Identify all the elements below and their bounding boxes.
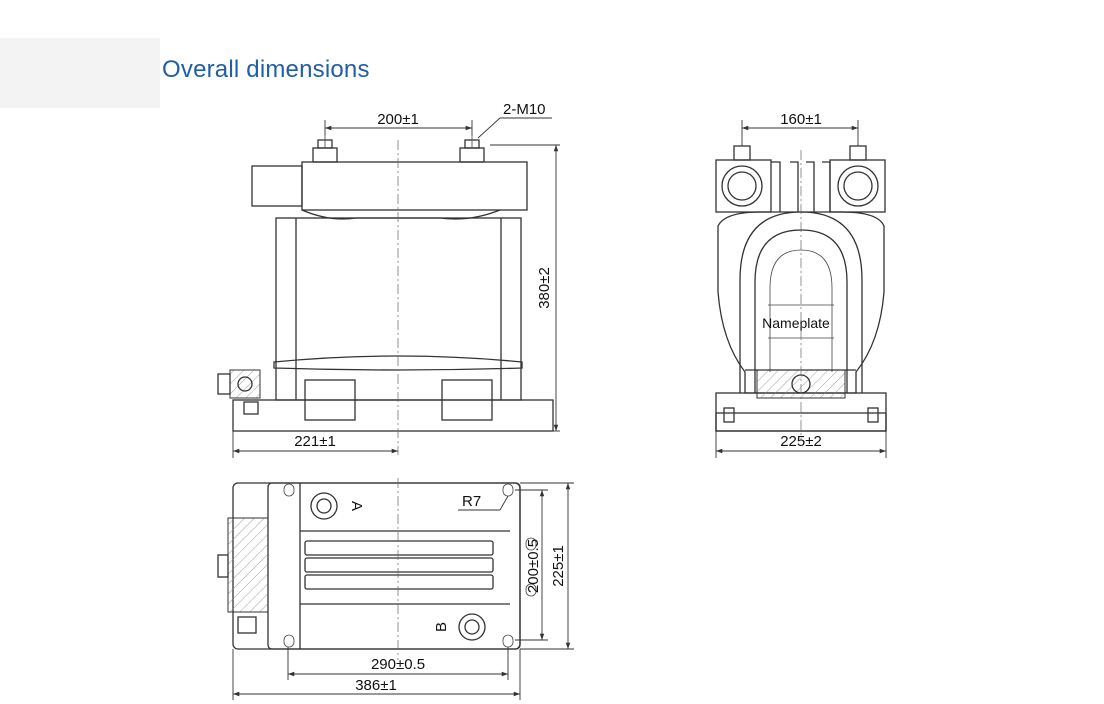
dim-front-bottom: 221±1 [294, 433, 336, 450]
terminal-b-label: B [433, 622, 450, 632]
callout-thread: 2-M10 [503, 101, 546, 118]
header-tab-background [0, 38, 160, 108]
front-top-bar [301, 161, 528, 211]
front-band [273, 355, 523, 371]
dim-front-top: 200±1 [377, 111, 419, 128]
nameplate-label: Nameplate [762, 315, 830, 331]
front-terminal-left [312, 136, 338, 163]
plan-view: A B R7 200±0.5 225±1 290±0.5 386±1 [217, 478, 574, 700]
terminal-a: A [310, 492, 365, 520]
terminal-b: B [433, 613, 486, 641]
side-bushing-left [715, 145, 772, 213]
dim-plan-outer-height: 225±1 [550, 545, 567, 587]
front-terminal-right [459, 136, 485, 163]
dim-plan-inner-width: 290±0.5 [371, 656, 425, 673]
dim-side-top: 160±1 [780, 111, 822, 128]
front-base [232, 399, 554, 432]
side-bushing-right [829, 145, 886, 213]
radius-label: R7 [462, 493, 481, 510]
dim-plan-inner-height: 200±0.5 [525, 539, 542, 593]
side-view: Nameplate 160±1 [715, 111, 887, 458]
dim-plan-outer-width: 386±1 [355, 677, 397, 694]
front-body [275, 217, 522, 401]
dim-front-height: 380±2 [536, 267, 553, 309]
front-ground-terminal [217, 369, 261, 415]
front-side-boss [251, 165, 303, 207]
dim-side-bottom: 225±2 [780, 433, 822, 450]
terminal-a-label: A [348, 501, 365, 511]
page-title: Overall dimensions [162, 56, 370, 83]
front-view: 200±1 2-M10 380±2 221±1 [217, 101, 560, 458]
